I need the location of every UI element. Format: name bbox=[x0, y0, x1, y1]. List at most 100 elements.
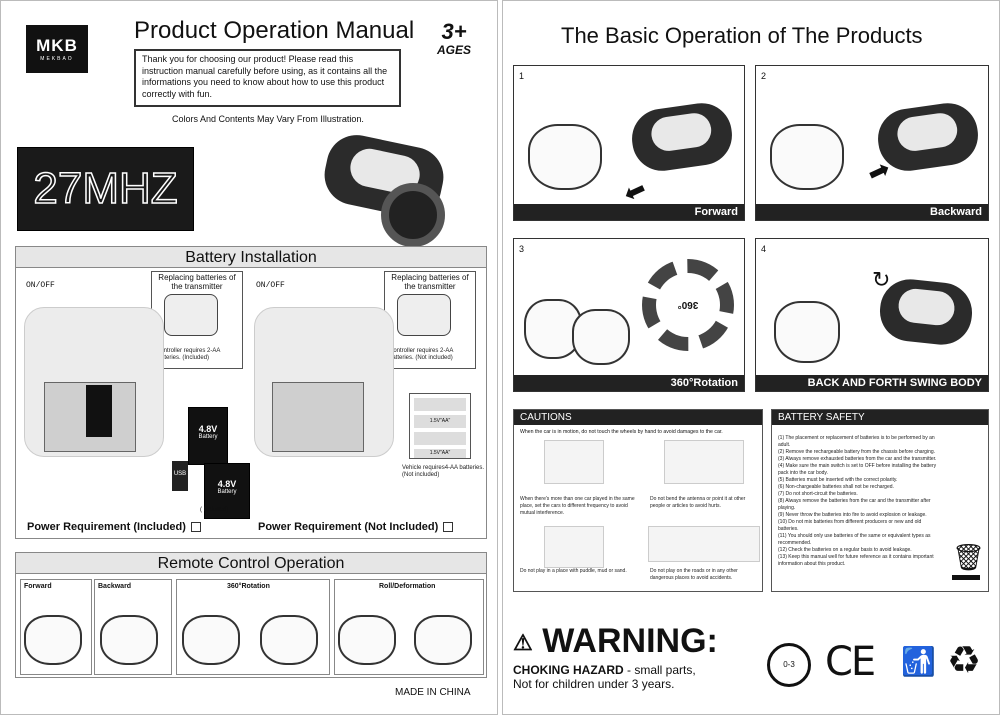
battery-section: Battery Installation ON/OFF ON/OFF Repla… bbox=[15, 246, 487, 539]
remote-panel-roll: Roll/Deformation bbox=[334, 579, 484, 675]
operation-panel-4: 4 ↻ BACK AND FORTH SWING BODY bbox=[755, 238, 989, 392]
label-forward: Forward bbox=[24, 583, 52, 590]
remote-panel-forward: Forward bbox=[20, 579, 92, 675]
battery-safety-item: (7) Do not short-circuit the batteries. bbox=[778, 491, 858, 497]
panel-4-controller bbox=[774, 301, 840, 363]
weee-bin-icon: 🗑 bbox=[952, 540, 985, 580]
operations-title: The Basic Operation of The Products bbox=[561, 23, 923, 48]
battery-compartment-2 bbox=[272, 382, 364, 452]
label-roll: Roll/Deformation bbox=[379, 583, 436, 590]
age-number: 3+ bbox=[441, 19, 467, 44]
power-not-included-label: Power Requirement (Not Included) bbox=[258, 521, 439, 533]
replacing-box-2: Replacing batteries of the transmitter C… bbox=[384, 271, 476, 369]
battery-safety-item: (3) Always remove exhausted batteries fr… bbox=[778, 456, 937, 462]
pack-label-2: 4.8V bbox=[217, 479, 237, 489]
hazard-rest: - small parts, bbox=[623, 663, 696, 678]
panel-3-controller-b bbox=[572, 309, 630, 365]
battery-safety-item: (1) The placement or replacement of batt… bbox=[778, 435, 935, 448]
panel-number-3: 3 bbox=[519, 244, 525, 254]
brand-logo-sub: MEKBAO bbox=[40, 56, 74, 62]
battery-safety-title: BATTERY SAFETY bbox=[772, 410, 988, 425]
panel-caption-3: 360°Rotation bbox=[514, 375, 744, 391]
remote-panel-rotation: 360°Rotation bbox=[176, 579, 330, 675]
caution-illustration-road bbox=[648, 526, 760, 562]
pack-sub-2: Battery bbox=[217, 489, 237, 495]
panel-number-2: 2 bbox=[761, 71, 767, 81]
power-not-included-checkbox[interactable] bbox=[443, 522, 454, 533]
controller-icon-2 bbox=[100, 615, 158, 665]
battery-pack-1: 4.8V Battery bbox=[188, 407, 228, 465]
controller-icon-5 bbox=[338, 615, 396, 665]
cautions-intro: When the car is in motion, do not touch … bbox=[520, 429, 723, 435]
panel-caption-1: Forward bbox=[514, 204, 744, 220]
aa-cell-3 bbox=[414, 432, 466, 445]
battery-safety-item: (13) Keep this manual well for future re… bbox=[778, 554, 934, 567]
usb-cable: USB bbox=[172, 461, 188, 491]
battery-safety-item: (9) Never throw the batteries into fire … bbox=[778, 512, 927, 518]
cautions-box: CAUTIONS When the car is in motion, do n… bbox=[513, 409, 763, 592]
caution-item-3: Do not play in a place with puddle, mud … bbox=[520, 568, 627, 574]
controller-note-included: Controller requires 2-AA batteries. (Inc… bbox=[156, 348, 221, 361]
car-hero-image bbox=[313, 129, 453, 247]
brand-logo-text: MKB bbox=[36, 36, 78, 55]
caution-item-4: Do not play on the roads or in any other… bbox=[650, 568, 738, 581]
replacing-title-2: Replacing batteries of the transmitter bbox=[391, 273, 469, 291]
battery-safety-item: (6) Non-chargeable batteries shall not b… bbox=[778, 484, 894, 490]
battery-safety-item: (12) Check the batteries on a regular ba… bbox=[778, 547, 912, 553]
remote-section: Remote Control Operation Forward Backwar… bbox=[15, 552, 487, 678]
panel-2-car bbox=[874, 99, 982, 175]
battery-safety-item: (5) Batteries must be inserted with the … bbox=[778, 477, 898, 483]
frequency-box: 27MHZ bbox=[17, 147, 194, 231]
power-included: Power Requirement (Included) bbox=[27, 521, 201, 533]
battery-safety-box: BATTERY SAFETY (1) The placement or repl… bbox=[771, 409, 989, 592]
battery-safety-item: (4) Make sure the main switch is set to … bbox=[778, 463, 937, 476]
battery-safety-item: (2) Remove the rechargeable battery from… bbox=[778, 449, 936, 455]
swing-arrow-icon: ↻ bbox=[872, 267, 891, 292]
transmitter-back-icon-2 bbox=[397, 294, 451, 336]
recycle-icon: ♻ bbox=[947, 640, 982, 682]
operation-panel-2: 2 ➡ Backward bbox=[755, 65, 989, 221]
battery-safety-item: (8) Always remove the batteries from the… bbox=[778, 498, 931, 511]
rotation-ring: 360° bbox=[642, 259, 734, 351]
right-page: The Basic Operation of The Products 1 ⬅ … bbox=[502, 0, 1000, 715]
onoff-label-2: ON/OFF bbox=[256, 281, 285, 290]
caution-illustration-antenna bbox=[664, 440, 744, 484]
controller-icon-3 bbox=[182, 615, 240, 665]
panel-1-car bbox=[628, 99, 736, 175]
power-included-checkbox[interactable] bbox=[190, 522, 201, 533]
controller-icon-6 bbox=[414, 615, 472, 665]
pack-sub-1: Battery bbox=[198, 434, 218, 440]
vehicle-note: Vehicle requires4-AA batteries. (Not inc… bbox=[402, 465, 485, 478]
battery-safety-list: (1) The placement or replacement of batt… bbox=[772, 425, 948, 568]
replacing-title-1: Replacing batteries of the transmitter bbox=[158, 273, 236, 291]
usb-label: USB bbox=[173, 471, 187, 477]
panel-caption-4: BACK AND FORTH SWING BODY bbox=[756, 375, 988, 391]
power-not-included: Power Requirement (Not Included) bbox=[258, 521, 454, 533]
aa-cell-2: 1.5V"AA" bbox=[414, 415, 466, 428]
operation-panel-3: 3 360° 360°Rotation bbox=[513, 238, 745, 392]
age-label: AGES bbox=[437, 43, 472, 57]
panel-number-4: 4 bbox=[761, 244, 767, 254]
aa-cell-1 bbox=[414, 398, 466, 411]
remote-section-title: Remote Control Operation bbox=[15, 552, 487, 574]
included-tag: ( Included) bbox=[200, 507, 229, 513]
age-prohibit-icon: 0-3 bbox=[767, 643, 811, 687]
power-included-label: Power Requirement (Included) bbox=[27, 521, 186, 533]
rotation-text: 360° bbox=[677, 299, 699, 310]
operation-panel-1: 1 ⬅ Forward bbox=[513, 65, 745, 221]
panel-4-car bbox=[877, 276, 975, 348]
cautions-title: CAUTIONS bbox=[514, 410, 762, 425]
age-badge: 3+ AGES bbox=[437, 19, 472, 58]
label-backward: Backward bbox=[98, 583, 132, 590]
warning-line2: Not for children under 3 years. bbox=[513, 677, 675, 692]
pack-label-1: 4.8V bbox=[198, 424, 218, 434]
controller-icon-1 bbox=[24, 615, 82, 665]
hazard-label: CHOKING HAZARD bbox=[513, 663, 624, 678]
label-rotation: 360°Rotation bbox=[227, 583, 270, 590]
car-wheel-icon bbox=[381, 183, 445, 247]
screwdriver-icon bbox=[86, 385, 112, 437]
battery-safety-item: (10) Do not mix batteries from different… bbox=[778, 519, 922, 532]
battery-section-title: Battery Installation bbox=[15, 246, 487, 268]
age-mark-text: 0-3 bbox=[783, 660, 795, 669]
onoff-label-1: ON/OFF bbox=[26, 281, 55, 290]
